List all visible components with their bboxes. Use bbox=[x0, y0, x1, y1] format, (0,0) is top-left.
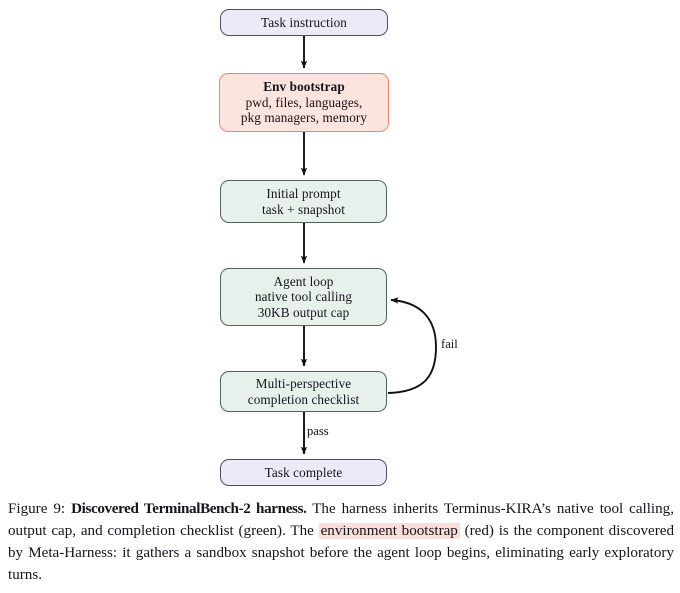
node-task-complete[interactable]: Task complete bbox=[220, 459, 387, 486]
caption-text-part-1: The harness inherits Terminus-KIRA’s nat… bbox=[8, 501, 674, 540]
node-initial-prompt-line-1: task + snapshot bbox=[262, 201, 345, 217]
node-agent-loop-line-1: native tool calling bbox=[254, 289, 353, 305]
caption-highlight-environment-bootstrap: environment bootstrap bbox=[318, 523, 460, 540]
figure-caption: Figure 9: Discovered TerminalBench-2 har… bbox=[8, 498, 674, 586]
node-completion-checklist-line-1: completion checklist bbox=[247, 391, 360, 407]
node-agent-loop-line-0: Agent loop bbox=[273, 273, 334, 289]
caption-text-part-2: (red) is the component discovered by Met… bbox=[8, 523, 675, 584]
node-env-bootstrap-line-1: pwd, files, languages, bbox=[245, 94, 363, 110]
node-agent-loop[interactable]: Agent loop native tool calling 30KB outp… bbox=[220, 268, 387, 326]
node-initial-prompt[interactable]: Initial prompt task + snapshot bbox=[220, 180, 387, 223]
node-initial-prompt-line-0: Initial prompt bbox=[266, 185, 341, 201]
node-env-bootstrap-line-2: pkg managers, memory bbox=[240, 110, 368, 126]
node-env-bootstrap-line-0: Env bootstrap bbox=[263, 79, 345, 95]
node-agent-loop-line-2: 30KB output cap bbox=[257, 304, 350, 320]
node-task-instruction-line-0: Task instruction bbox=[260, 14, 348, 30]
edge-label-fail: fail bbox=[441, 337, 458, 351]
figure-number: Figure 9: bbox=[8, 501, 66, 517]
node-env-bootstrap[interactable]: Env bootstrap pwd, files, languages, pkg… bbox=[219, 73, 389, 132]
figure-title: Discovered TerminalBench-2 harness. bbox=[71, 501, 307, 517]
edge-label-pass: pass bbox=[307, 424, 329, 438]
flowchart: Task instruction Env bootstrap pwd, file… bbox=[219, 9, 458, 486]
flowchart-edges bbox=[300, 36, 437, 455]
node-task-complete-line-0: Task complete bbox=[264, 464, 343, 480]
node-completion-checklist[interactable]: Multi-perspective completion checklist bbox=[220, 371, 387, 412]
node-completion-checklist-line-0: Multi-perspective bbox=[255, 375, 352, 391]
edge-checklist-to-agent-loop-fail bbox=[387, 297, 437, 394]
node-task-instruction[interactable]: Task instruction bbox=[220, 9, 388, 36]
